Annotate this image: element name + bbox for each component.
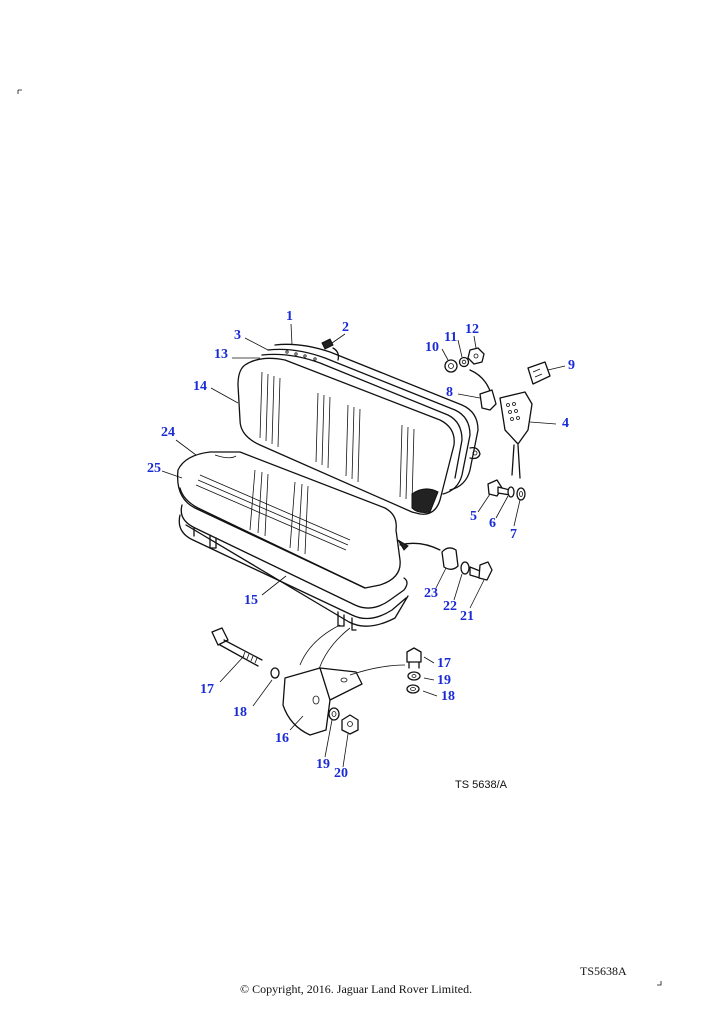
callout-7: 7: [510, 527, 517, 542]
callout-19-lower: 19: [316, 757, 330, 772]
callout-2: 2: [342, 320, 349, 335]
front-hardware: [397, 539, 493, 581]
callout-13: 13: [214, 347, 228, 362]
lower-bracket: [211, 624, 422, 736]
corner-mark: [17, 89, 22, 94]
callout-12: 12: [465, 322, 479, 337]
callout-1: 1: [286, 309, 293, 324]
callout-24: 24: [161, 425, 175, 440]
callout-3: 3: [234, 328, 241, 343]
callout-6: 6: [489, 516, 496, 531]
leader-lines: [161, 323, 566, 768]
right-hardware: [444, 347, 551, 501]
callout-21: 21: [460, 609, 474, 624]
callout-23: 23: [424, 586, 438, 601]
callout-22: 22: [443, 599, 457, 614]
callout-15: 15: [244, 593, 258, 608]
callout-18-right: 18: [441, 689, 455, 704]
callout-19-right: 19: [437, 673, 451, 688]
callout-8: 8: [446, 385, 453, 400]
callout-14: 14: [193, 379, 207, 394]
callout-16: 16: [275, 731, 289, 746]
callout-11: 11: [444, 330, 458, 345]
callout-10: 10: [425, 340, 439, 355]
seat-back: [237, 343, 481, 515]
callout-4: 4: [562, 416, 569, 431]
seat-base: [176, 451, 409, 631]
callout-17-right: 17: [437, 656, 451, 671]
diagram-reference: TS 5638/A: [455, 779, 507, 791]
callout-25: 25: [147, 461, 161, 476]
callout-20: 20: [334, 766, 348, 781]
callout-9: 9: [568, 358, 575, 373]
callout-18-left: 18: [233, 705, 247, 720]
callout-17-left: 17: [200, 682, 214, 697]
callout-5: 5: [470, 509, 477, 524]
footer-copyright: © Copyright, 2016. Jaguar Land Rover Lim…: [240, 982, 473, 996]
corner-mark: [657, 981, 662, 986]
footer-code: TS5638A: [580, 964, 627, 978]
screw-part-2: [321, 338, 340, 361]
